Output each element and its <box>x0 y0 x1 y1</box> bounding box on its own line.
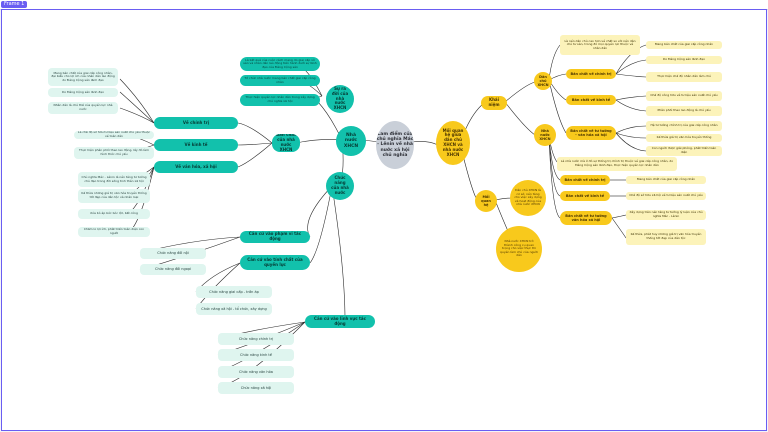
dan-chu-xhcn-node[interactable]: Dân chủ XHCN <box>534 72 552 90</box>
central-topic[interactable]: Lam điểm của chủ nghĩa Mác - Lênin về nh… <box>376 121 414 169</box>
van-hoa-item-2[interactable]: Kế thừa những giá trị văn hóa truyền thố… <box>78 189 150 203</box>
khai-niem-node[interactable]: Khái niệm <box>481 96 507 110</box>
nha-nuoc-xhcn-node[interactable]: Nhà nước XHCN <box>534 124 556 146</box>
ban-chat-branch[interactable]: Bản chất của nhà nước XHCN <box>272 134 300 152</box>
nn-chinh-tri-item-1[interactable]: Mang bản chất của giai cấp công nhân <box>626 176 706 184</box>
dc-ban-chat-kinh-te[interactable]: Bản chất về kinh tế <box>566 95 616 105</box>
tinh-chat-node[interactable]: Căn cứ vào tính chất của quyền lực <box>240 255 310 270</box>
ve-kinh-te-node[interactable]: Về kinh tế <box>154 139 238 151</box>
dc-chinh-tri-item-2[interactable]: Do Đảng Cộng sản lãnh đạo <box>646 56 722 64</box>
linh-vuc-item-2[interactable]: Chức năng kinh tế <box>218 349 294 361</box>
ra-doi-item-2[interactable]: Tổ chức nhà nước mang bản chất giai cấp … <box>240 75 320 86</box>
ra-doi-item-3[interactable]: Thực hiện quyền lực nhân dân trong xây d… <box>240 94 320 106</box>
nn-kinh-te-item-1[interactable]: Chế độ sở hữu xã hội về tư liệu sản xuất… <box>626 192 706 200</box>
tinh-chat-item-2[interactable]: Chức năng xã hội - tổ chức, xây dựng <box>196 303 272 315</box>
dc-tu-tuong-item-1[interactable]: Hệ tư tưởng chính trị của giai cấp công … <box>646 121 722 131</box>
chinh-tri-item-1[interactable]: Mang bản chất của giai cấp công nhân, đạ… <box>48 68 118 86</box>
kinh-te-item-1[interactable]: Là chế độ sở hữu tư liệu sản xuất chủ yế… <box>74 131 154 139</box>
ra-doi-item-1[interactable]: Là kết quả của cuộc cách mạng do giai cấ… <box>240 57 320 71</box>
nn-ban-chat-van-hoa[interactable]: Bản chất về tư tưởng văn hóa xã hội <box>560 211 612 225</box>
van-hoa-item-3[interactable]: Xóa bỏ áp bức bóc lột, bất công <box>78 209 150 219</box>
pham-vi-item-1[interactable]: Chức năng đối nội <box>140 248 206 259</box>
chinh-tri-item-2[interactable]: Do Đảng Cộng sản lãnh đạo <box>48 88 118 97</box>
mqh-description-2[interactable]: Nhà nước XHCN trở thành công cụ quan trọ… <box>496 226 542 272</box>
dan-chu-description[interactable]: Là nền dân chủ cao hơn về chất so với nề… <box>560 35 640 55</box>
pham-vi-item-2[interactable]: Chức năng đối ngoại <box>140 264 206 275</box>
nn-van-hoa-item-1[interactable]: Xây dựng trên nền tảng tư tưởng lý luận … <box>626 210 706 220</box>
chinh-tri-item-3[interactable]: Nhân dân là chủ thể của quyền lực nhà nư… <box>48 102 118 114</box>
dc-tu-tuong-item-2[interactable]: Kế thừa giá trị văn hóa truyền thống <box>646 134 722 142</box>
ve-chinh-tri-node[interactable]: Về chính trị <box>154 117 238 129</box>
dc-kinh-te-item-2[interactable]: Phân phối theo lao động là chủ yếu <box>646 106 722 116</box>
linh-vuc-item-4[interactable]: Chức năng xã hội <box>218 382 294 394</box>
nha-nuoc-description[interactable]: Là nhà nước mà ở đó sự thống trị chính t… <box>557 157 677 171</box>
van-hoa-item-1[interactable]: Chủ nghĩa Mác - Lênin là nền tảng tư tưở… <box>78 172 150 187</box>
dc-ban-chat-chinh-tri[interactable]: Bản chất về chính trị <box>566 69 616 79</box>
dc-chinh-tri-item-1[interactable]: Mang bản chất của giai cấp công nhân <box>646 41 722 49</box>
mindmap-canvas[interactable] <box>1 9 767 431</box>
frame-label[interactable]: Frame 1 <box>1 1 28 8</box>
left-hub-nha-nuoc[interactable]: Nhà nước XHCN <box>336 126 366 156</box>
dc-chinh-tri-item-3[interactable]: Thực hiện chế độ nhân dân làm chủ <box>646 72 722 82</box>
dc-tu-tuong-item-3[interactable]: Con người được giải phóng, phát triển to… <box>646 146 722 156</box>
nn-ban-chat-kinh-te[interactable]: Bản chất về kinh tế <box>560 191 610 201</box>
pham-vi-node[interactable]: Căn cứ vào phạm vi tác động <box>240 231 310 243</box>
kinh-te-item-2[interactable]: Thực hiện phân phối theo lao động, lấy đ… <box>74 147 154 159</box>
moi-quan-he-node[interactable]: Mối quan hệ <box>475 190 497 212</box>
ve-van-hoa-node[interactable]: Về văn hóa, xã hội <box>154 161 238 173</box>
ra-doi-branch[interactable]: Sự ra đời của nhà nước XHCN <box>326 85 354 113</box>
chuc-nang-branch[interactable]: Chức năng của nhà nước <box>326 172 354 200</box>
dc-ban-chat-tu-tuong[interactable]: Bản chất về tư tưởng - văn hóa xã hội <box>566 126 616 140</box>
linh-vuc-node[interactable]: Căn cứ vào lĩnh vực tác động <box>305 315 375 328</box>
right-hub-moi-quan-he[interactable]: Mối quan hệ giữa dân chủ XHCN và nhà nướ… <box>436 121 470 165</box>
dc-kinh-te-item-1[interactable]: Chế độ công hữu về tư liệu sản xuất chủ … <box>646 91 722 101</box>
nn-ban-chat-chinh-tri[interactable]: Bản chất về chính trị <box>560 175 610 185</box>
nn-van-hoa-item-2[interactable]: Kế thừa, phát huy những giá trị văn hóa … <box>626 229 706 245</box>
linh-vuc-item-3[interactable]: Chức năng văn hóa <box>218 366 294 378</box>
van-hoa-item-4[interactable]: Chăm lo lợi ích, phát triển toàn diện co… <box>78 227 150 237</box>
tinh-chat-item-1[interactable]: Chức năng giai cấp - trấn áp <box>196 286 272 298</box>
mqh-description-1[interactable]: Dân chủ XHCN là cơ sở, nền tảng cho việc… <box>510 180 546 216</box>
linh-vuc-item-1[interactable]: Chức năng chính trị <box>218 333 294 345</box>
